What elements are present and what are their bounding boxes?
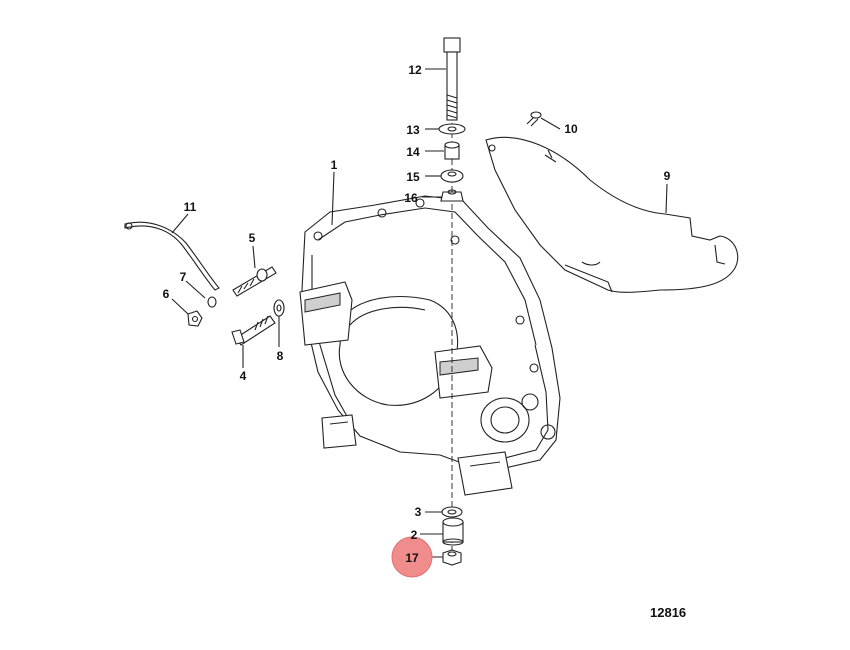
lock-washer (207, 296, 217, 308)
callout-17[interactable]: 17 (405, 551, 419, 565)
callout-6[interactable]: 6 (163, 287, 170, 301)
housing-bolt (231, 315, 276, 346)
callout-16[interactable]: 16 (404, 191, 418, 205)
callout-7[interactable]: 7 (180, 270, 187, 284)
callout-12[interactable]: 12 (408, 63, 422, 77)
callout-9[interactable]: 9 (664, 169, 671, 183)
callout-10[interactable]: 10 (564, 122, 578, 136)
callout-2[interactable]: 2 (411, 528, 418, 542)
leader-lines (171, 68, 668, 558)
callout-5[interactable]: 5 (249, 231, 256, 245)
spacer (444, 141, 460, 160)
flywheel-cover (485, 136, 739, 293)
isolator (440, 169, 464, 183)
callout-15[interactable]: 15 (406, 170, 420, 184)
lower-washer (441, 506, 463, 518)
callout-8[interactable]: 8 (277, 349, 284, 363)
callout-1[interactable]: 1 (331, 158, 338, 172)
callout-14[interactable]: 14 (406, 145, 420, 159)
cover-screw (526, 111, 542, 127)
mount-bolt (443, 37, 461, 121)
highlight-marker (391, 536, 433, 578)
washer (438, 123, 466, 135)
flat-washer (273, 299, 285, 317)
callout-11[interactable]: 11 (184, 200, 197, 214)
callout-13[interactable]: 13 (406, 123, 420, 137)
callout-4[interactable]: 4 (240, 369, 247, 383)
lower-nut (442, 549, 462, 566)
lower-isolator (442, 517, 464, 546)
figure-number: 12816 (650, 605, 686, 620)
stud (232, 266, 277, 297)
flywheel-housing (299, 195, 561, 496)
callout-3[interactable]: 3 (415, 505, 422, 519)
ground-strap (124, 221, 220, 291)
nut (440, 189, 464, 202)
hex-nut (187, 310, 203, 327)
